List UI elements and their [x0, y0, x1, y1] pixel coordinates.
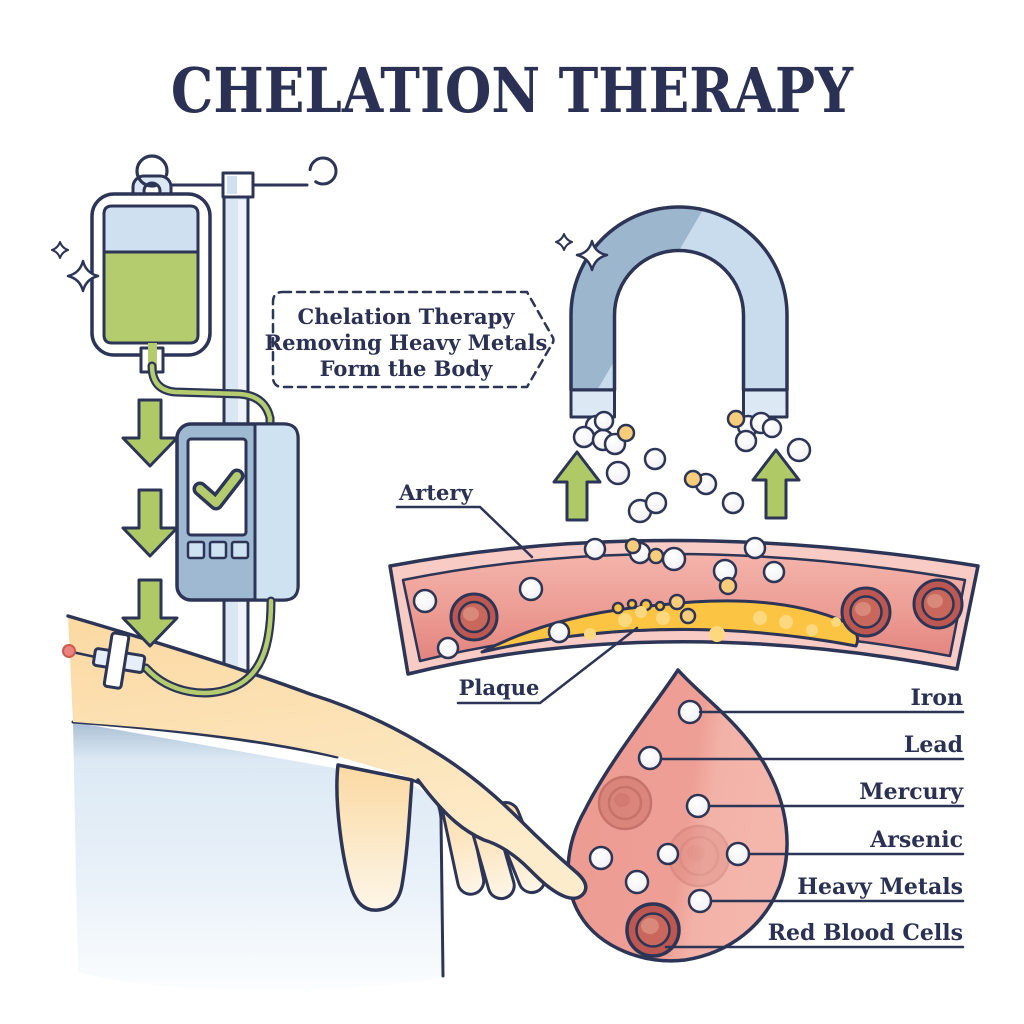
label-leader-lines: [659, 710, 965, 949]
down-arrow-icon: [121, 398, 179, 468]
callout-bubble: Chelation Therapy Removing Heavy Metals …: [265, 290, 555, 389]
plaque-leader-line: [456, 626, 639, 705]
infusion-pump-icon: [175, 422, 300, 602]
blood-drop-labels: Iron Lead Mercury Arsenic Heavy Metals R…: [659, 685, 965, 949]
horseshoe-magnet-icon: [555, 205, 789, 419]
down-arrow-icon: [121, 488, 179, 558]
label-red-blood-cells: Red Blood Cells: [768, 920, 963, 946]
pump-button-1: [186, 540, 206, 560]
yellow-particle: [726, 409, 746, 429]
yellow-particle: [683, 469, 703, 489]
down-arrow-icon: [121, 578, 179, 648]
particles-in-drop: [588, 699, 751, 914]
pump-screen: [186, 437, 248, 537]
label-heavy-metals: Heavy Metals: [797, 874, 963, 900]
iv-catheter-icon: [91, 631, 147, 690]
label-iron: Iron: [910, 685, 963, 711]
pump-button-2: [208, 540, 228, 560]
artery-illustration: [388, 536, 980, 676]
catheter-wing: [102, 631, 131, 690]
surface-edge: [71, 720, 339, 759]
callout-line-3: Form the Body: [320, 356, 493, 381]
page-title: CHELATION THERAPY: [171, 54, 854, 127]
red-blood-cell: [449, 592, 499, 642]
arm-hand-fill: [68, 616, 586, 899]
drop-shape: [566, 668, 789, 963]
checkmark-icon-fill: [196, 472, 241, 507]
pole-hook-right: [308, 156, 338, 186]
red-blood-cell: [912, 578, 964, 630]
sparkle-icon: [51, 241, 69, 259]
callout-line-2: Removing Heavy Metals: [265, 330, 548, 355]
iv-access-site: [62, 578, 276, 698]
plaque-label: Plaque: [459, 675, 540, 700]
sparkle-icon: [555, 233, 573, 251]
callout-border: [271, 290, 555, 389]
bag-port-fluid: [148, 343, 157, 372]
particles-in-artery: [412, 536, 786, 660]
attracted-metal-particles: [552, 409, 812, 524]
red-blood-cell: [625, 902, 681, 958]
label-mercury: Mercury: [859, 779, 964, 805]
arm-hand-outline: [66, 614, 588, 901]
thumb: [335, 763, 414, 912]
label-arsenic: Arsenic: [869, 827, 963, 853]
blood-drop-icon: [566, 668, 789, 963]
pole-connector-shade: [227, 176, 237, 194]
needle-tip: [62, 644, 76, 658]
callout-line-1: Chelation Therapy: [297, 304, 515, 329]
bag-air-space: [102, 204, 200, 254]
up-arrow-icon: [751, 448, 801, 520]
label-lead: Lead: [904, 732, 963, 758]
magnet-shading: [571, 207, 745, 390]
artery-leader-line: [395, 505, 534, 559]
title-text: CHELATION THERAPY: [171, 54, 854, 127]
red-blood-cell: [840, 586, 892, 638]
artery-label: Artery: [398, 480, 473, 505]
yellow-particle: [616, 423, 636, 443]
pump-side-panel: [253, 422, 300, 602]
pump-button-3: [230, 540, 250, 560]
patient-arm: [66, 614, 588, 912]
pole-hook-left: [135, 154, 169, 188]
up-arrow-icon: [552, 450, 602, 522]
sparkle-icon: [575, 239, 609, 272]
artery-labels: Artery Plaque: [395, 480, 639, 705]
plaque-dots: [584, 606, 841, 642]
iv-tube-upper: [147, 361, 276, 606]
iv-drip-bag-icon: [51, 154, 212, 374]
sparkle-icon: [66, 259, 100, 293]
bag-fluid: [102, 250, 200, 345]
ghost-red-blood-cell: [597, 775, 653, 831]
flow-down-arrows: [121, 398, 179, 558]
